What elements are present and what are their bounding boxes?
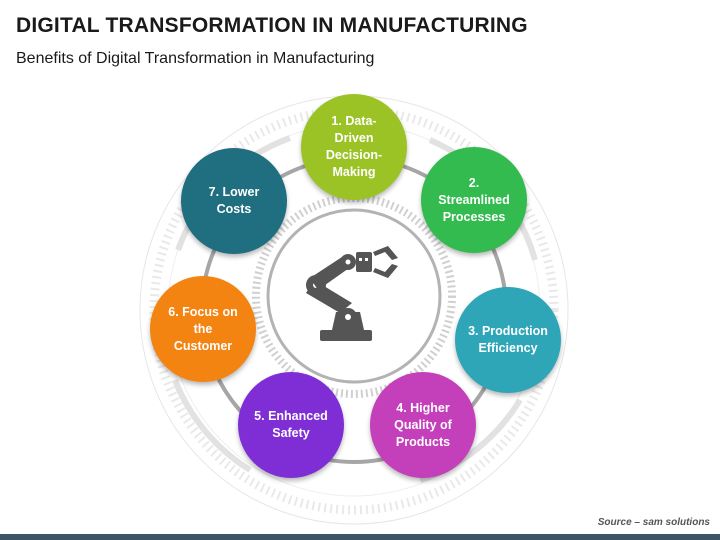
page-title: DIGITAL TRANSFORMATION IN MANUFACTURING xyxy=(16,14,528,37)
node-streamlined-processes: 2. Streamlined Processes xyxy=(421,147,527,253)
center-circle xyxy=(266,208,442,384)
bottom-bar xyxy=(0,534,720,540)
node-focus-on-the-customer: 6. Focus on the Customer xyxy=(150,276,256,382)
source-note: Source – sam solutions xyxy=(597,517,710,528)
node-label: 4. Higher Quality of Products xyxy=(394,400,452,449)
node-higher-quality-of-products: 4. Higher Quality of Products xyxy=(370,372,476,478)
node-label: 3. Production Efficiency xyxy=(468,324,548,355)
node-label: 1. Data-Driven Decision-Making xyxy=(325,114,383,179)
node-lower-costs: 7. Lower Costs xyxy=(181,148,287,254)
node-data-driven-decision-making: 1. Data-Driven Decision-Making xyxy=(301,94,407,200)
node-label: 7. Lower Costs xyxy=(208,185,260,216)
node-label: 6. Focus on the Customer xyxy=(168,304,238,353)
node-label: 5. Enhanced Safety xyxy=(254,409,328,440)
node-enhanced-safety: 5. Enhanced Safety xyxy=(238,372,344,478)
page-subtitle: Benefits of Digital Transformation in Ma… xyxy=(16,50,375,67)
node-label: 2. Streamlined Processes xyxy=(438,175,510,224)
robotic-arm-icon xyxy=(306,246,398,341)
node-production-efficiency: 3. Production Efficiency xyxy=(455,287,561,393)
